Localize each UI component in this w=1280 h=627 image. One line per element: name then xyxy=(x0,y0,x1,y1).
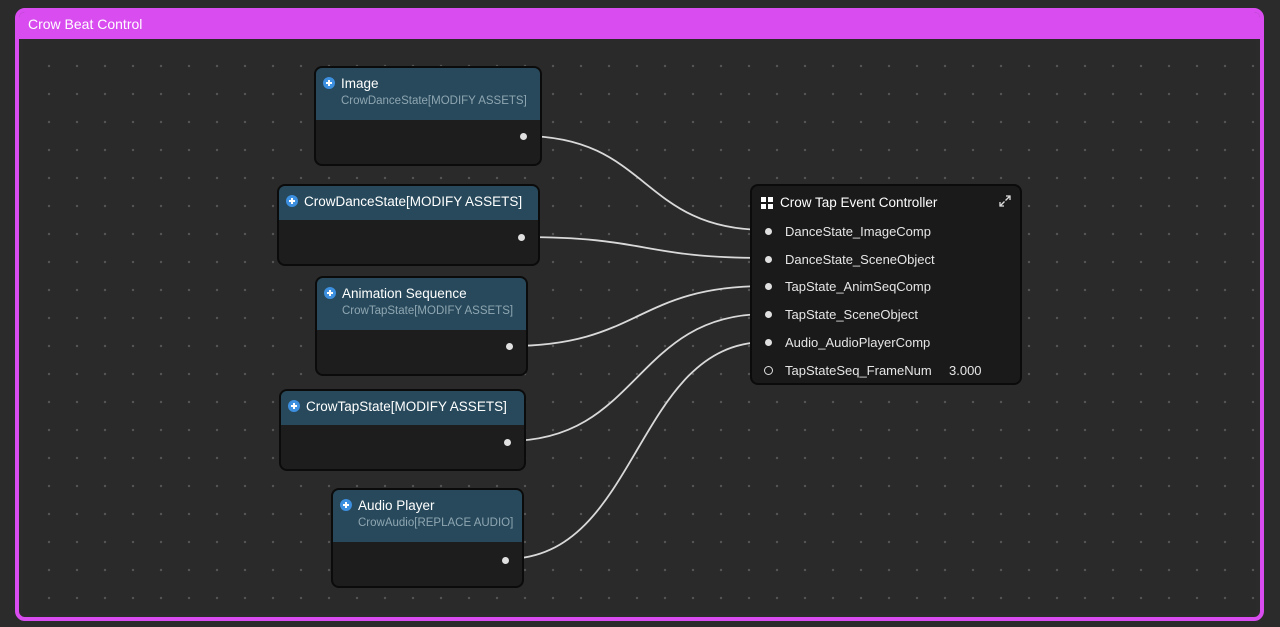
controller-header[interactable]: Crow Tap Event Controller xyxy=(752,186,1020,218)
input-row[interactable]: TapStateSeq_FrameNum 3.000 xyxy=(752,360,1020,382)
input-row[interactable]: Audio_AudioPlayerComp xyxy=(752,332,1020,354)
input-port[interactable] xyxy=(765,228,772,235)
node-subtitle: CrowTapState[MODIFY ASSETS] xyxy=(342,305,514,317)
audio-player-node-header[interactable]: Audio Player CrowAudio[REPLACE AUDIO] xyxy=(333,490,522,542)
input-port[interactable] xyxy=(765,256,772,263)
controller-title: Crow Tap Event Controller xyxy=(780,195,938,210)
plus-circle-icon[interactable] xyxy=(286,195,298,207)
image-node[interactable]: Image CrowDanceState[MODIFY ASSETS] xyxy=(314,66,542,166)
output-port[interactable] xyxy=(506,343,513,350)
node-title: CrowTapState[MODIFY ASSETS] xyxy=(306,399,507,414)
output-port[interactable] xyxy=(504,439,511,446)
crow-tap-event-controller-node[interactable]: Crow Tap Event Controller DanceState_Ima… xyxy=(750,184,1022,385)
input-row[interactable]: TapState_SceneObject xyxy=(752,304,1020,326)
input-label: TapState_SceneObject xyxy=(785,307,918,322)
anim-seq-node-header[interactable]: Animation Sequence CrowTapState[MODIFY A… xyxy=(317,278,526,330)
anim-seq-node[interactable]: Animation Sequence CrowTapState[MODIFY A… xyxy=(315,276,528,376)
plus-circle-icon[interactable] xyxy=(323,77,335,89)
node-title: CrowDanceState[MODIFY ASSETS] xyxy=(304,194,523,209)
plus-circle-icon[interactable] xyxy=(324,287,336,299)
input-label: TapState_AnimSeqComp xyxy=(785,279,931,294)
input-label: DanceState_ImageComp xyxy=(785,224,931,239)
node-title: Image xyxy=(341,76,379,91)
frame-title: Crow Beat Control xyxy=(28,16,143,32)
input-port-unconnected[interactable] xyxy=(764,366,773,375)
input-row[interactable]: DanceState_ImageComp xyxy=(752,221,1020,243)
input-row[interactable]: DanceState_SceneObject xyxy=(752,249,1020,271)
dance-state-node-header[interactable]: CrowDanceState[MODIFY ASSETS] xyxy=(279,186,538,220)
graph-frame: Crow Beat Control xyxy=(15,8,1264,621)
plus-circle-icon[interactable] xyxy=(288,400,300,412)
tap-state-node-header[interactable]: CrowTapState[MODIFY ASSETS] xyxy=(281,391,524,425)
input-label: TapStateSeq_FrameNum xyxy=(785,363,932,378)
image-node-header[interactable]: Image CrowDanceState[MODIFY ASSETS] xyxy=(316,68,540,120)
output-port[interactable] xyxy=(520,133,527,140)
input-label: Audio_AudioPlayerComp xyxy=(785,335,931,350)
input-port[interactable] xyxy=(765,283,772,290)
input-port[interactable] xyxy=(765,311,772,318)
node-title: Animation Sequence xyxy=(342,286,467,301)
dance-state-node[interactable]: CrowDanceState[MODIFY ASSETS] xyxy=(277,184,540,266)
expand-icon[interactable] xyxy=(998,194,1012,208)
plus-circle-icon[interactable] xyxy=(340,499,352,511)
tap-state-node[interactable]: CrowTapState[MODIFY ASSETS] xyxy=(279,389,526,471)
output-port[interactable] xyxy=(502,557,509,564)
input-row[interactable]: TapState_AnimSeqComp xyxy=(752,276,1020,298)
graph-canvas[interactable] xyxy=(23,40,1256,613)
node-subtitle: CrowAudio[REPLACE AUDIO] xyxy=(358,517,514,529)
input-label: DanceState_SceneObject xyxy=(785,252,935,267)
node-subtitle: CrowDanceState[MODIFY ASSETS] xyxy=(341,95,527,107)
input-port[interactable] xyxy=(765,339,772,346)
grid-icon xyxy=(761,197,773,209)
frame-header[interactable]: Crow Beat Control xyxy=(19,12,1260,39)
node-title: Audio Player xyxy=(358,498,435,513)
frame-num-value-field[interactable]: 3.000 xyxy=(949,363,982,378)
output-port[interactable] xyxy=(518,234,525,241)
audio-player-node[interactable]: Audio Player CrowAudio[REPLACE AUDIO] xyxy=(331,488,524,588)
